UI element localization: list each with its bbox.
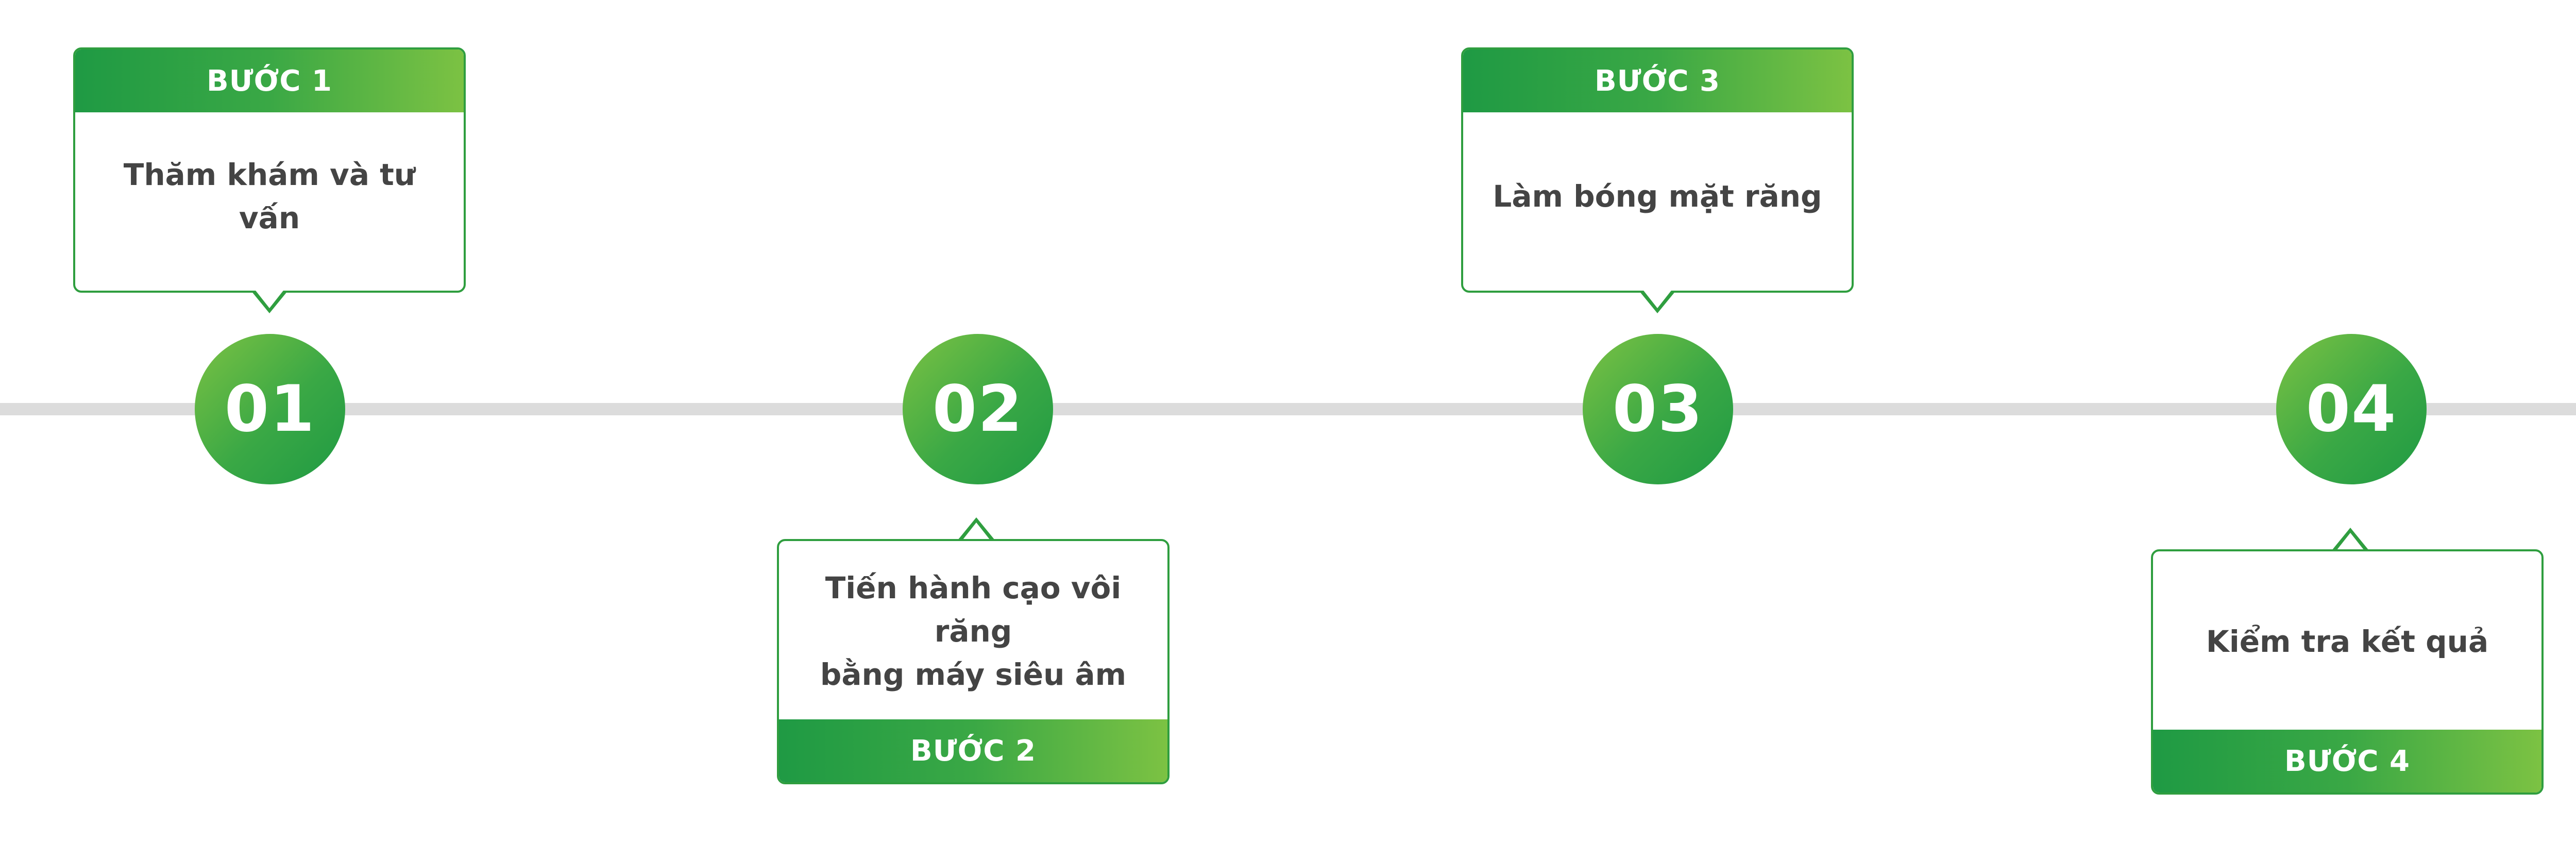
step-2-description-line-2: bằng máy siêu âm [820,657,1127,692]
step-1-number-badge: 01 [195,334,345,484]
step-4-callout: Kiểm tra kết quả BƯỚC 4 [2151,549,2544,795]
step-4-number-badge: 04 [2276,334,2427,484]
step-4-description: Kiểm tra kết quả [2206,624,2489,659]
step-3-pointer-inner [1642,289,1673,308]
step-3-callout: BƯỚC 3 Làm bóng mặt răng [1461,47,1854,293]
step-2-description: Tiến hành cạo vôi răng bằng máy siêu âm [779,541,1167,721]
step-2-pointer-inner [961,523,992,542]
timeline-line [0,403,2576,415]
step-2-callout: Tiến hành cạo vôi răng bằng máy siêu âm … [777,539,1170,784]
step-2-number-badge: 02 [903,334,1053,484]
step-3-number-badge: 03 [1583,334,1733,484]
step-4-pointer-inner [2335,533,2366,552]
step-1-callout: BƯỚC 1 Thăm khám và tư vấn [73,47,466,293]
step-3-header: BƯỚC 3 [1463,49,1852,112]
step-2-description-line-1: Tiến hành cạo vôi răng [825,570,1122,649]
step-1-description: Thăm khám và tư vấn [123,157,416,235]
step-1-header: BƯỚC 1 [75,49,464,112]
step-3-description: Làm bóng mặt răng [1493,179,1822,214]
step-2-header: BƯỚC 2 [779,719,1167,782]
step-4-header: BƯỚC 4 [2153,730,2541,793]
step-1-pointer-inner [254,289,285,308]
